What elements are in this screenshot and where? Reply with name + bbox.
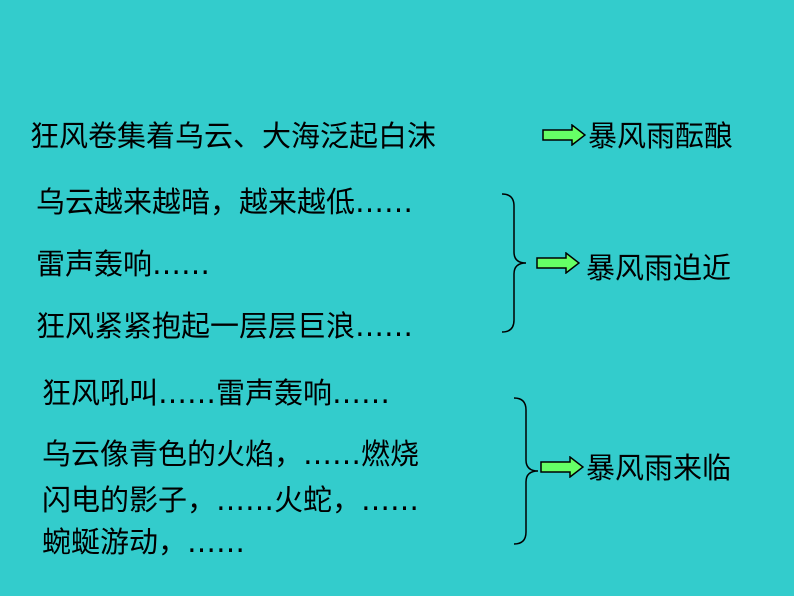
row1-result: 暴风雨酝酿 (588, 119, 734, 153)
right-brace-icon (513, 397, 539, 545)
row1-text: 狂风卷集着乌云、大海泛起白沫 (30, 119, 437, 153)
group2-result: 暴风雨迫近 (586, 251, 732, 285)
right-arrow-icon (536, 252, 580, 274)
group2-line-3: 狂风紧紧抱起一层层巨浪…… (36, 309, 414, 343)
right-arrow-icon (540, 456, 584, 478)
group3-result: 暴风雨来临 (586, 451, 732, 485)
group3-line-3: 闪电的影子，……火蛇，…… (42, 483, 420, 517)
group3-line-2: 乌云像青色的火焰，……燃烧 (42, 437, 420, 471)
group2-line-1: 乌云越来越暗，越来越低…… (36, 185, 414, 219)
group2-line-2: 雷声轰响…… (36, 247, 211, 281)
right-brace-icon (501, 193, 527, 333)
right-arrow-icon (542, 124, 586, 146)
group3-line-1: 狂风吼叫……雷声轰响…… (42, 376, 391, 410)
group3-line-4: 蜿蜒游动，…… (42, 525, 246, 559)
